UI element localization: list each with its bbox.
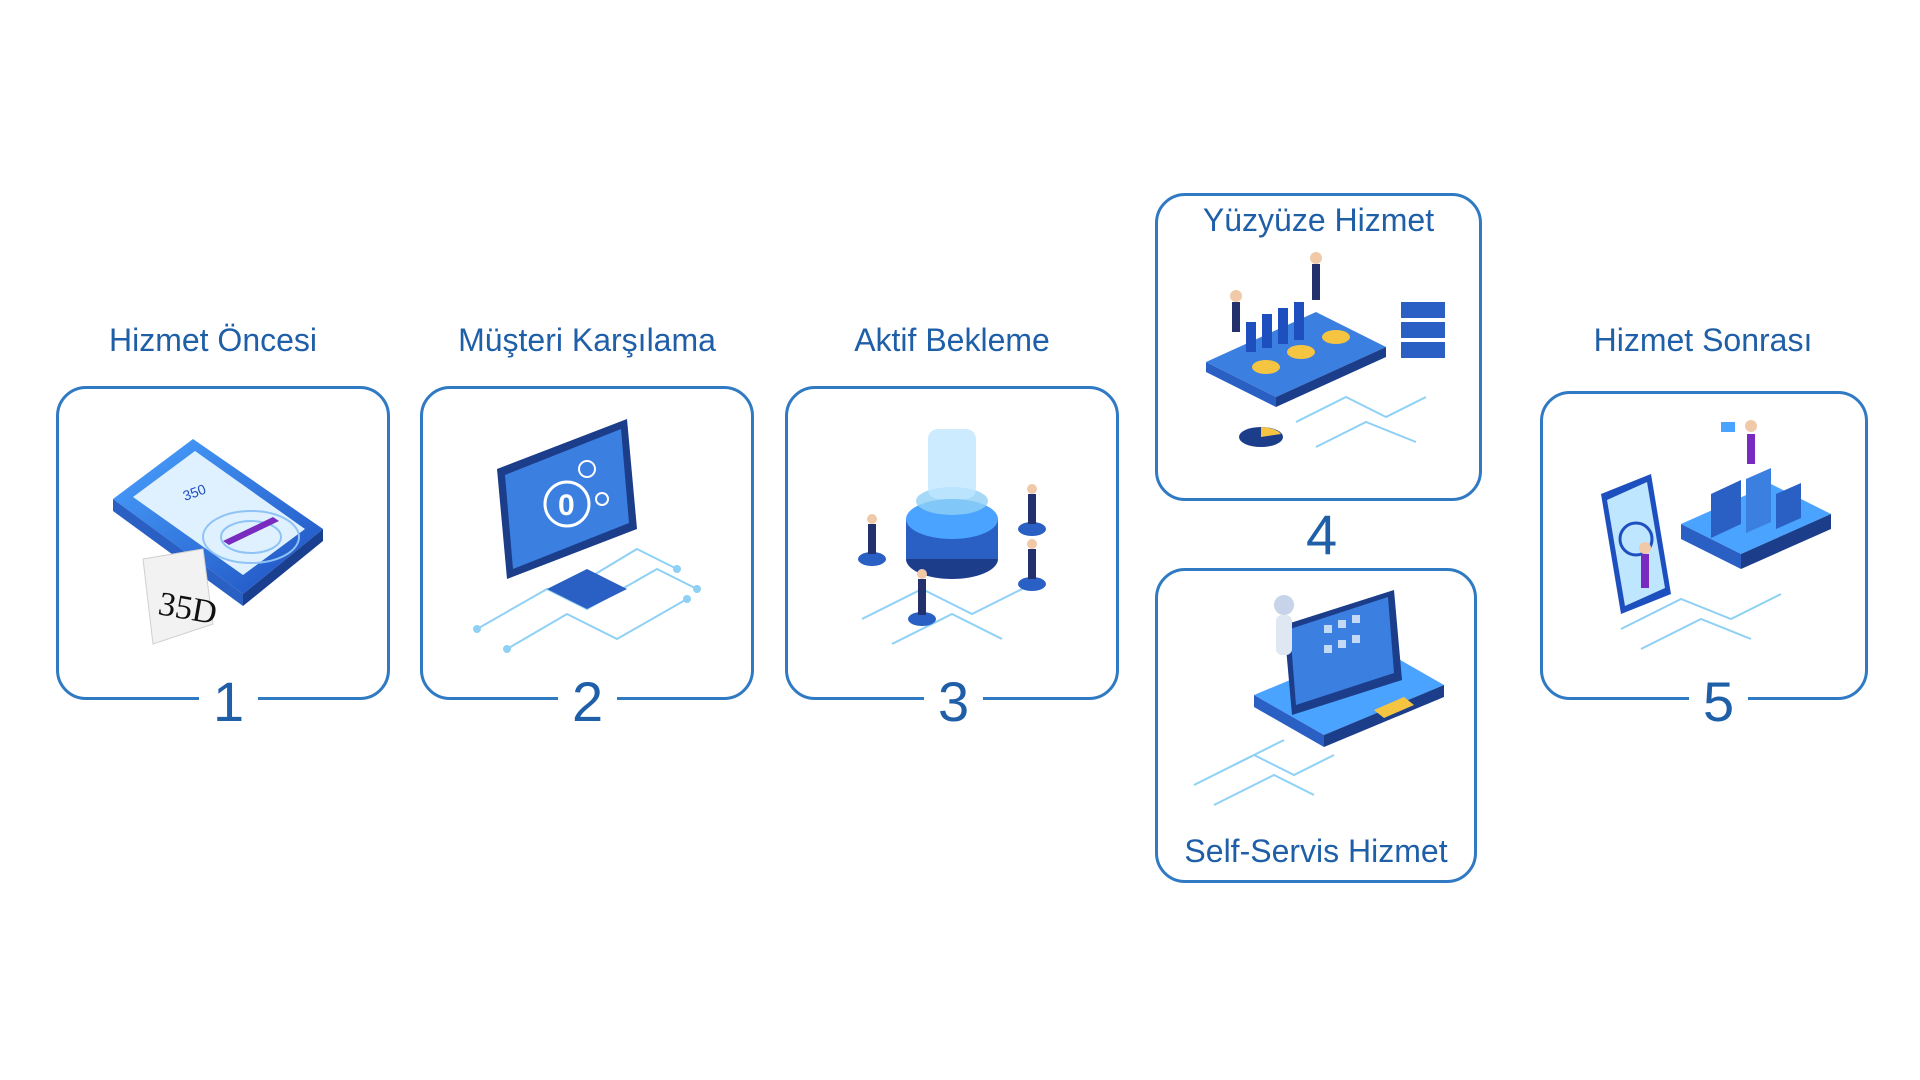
step-3-card[interactable] xyxy=(785,386,1119,700)
phone-receipt-icon: 350 35D xyxy=(113,439,323,645)
step-1-number: 1 xyxy=(199,672,259,732)
face-to-face-service-icon xyxy=(1206,252,1445,448)
step-1-title: Hizmet Öncesi xyxy=(108,322,318,358)
step-2-number: 2 xyxy=(558,672,618,732)
phone-screen-value: 350 xyxy=(181,481,209,504)
step-4-card[interactable]: Yüzyüze Hizmet xyxy=(1155,193,1482,501)
monitor-screen-value: 0 xyxy=(558,489,575,522)
step-1-card[interactable]: 350 35D xyxy=(56,386,390,700)
step-2-title: Müşteri Karşılama xyxy=(458,322,716,358)
feedback-podium-icon xyxy=(1601,420,1831,650)
hologram-waiting-icon xyxy=(858,429,1046,645)
step-5-card[interactable] xyxy=(1540,391,1868,700)
step-2-card[interactable]: 0 xyxy=(420,386,754,700)
step-4-number: 4 xyxy=(1292,505,1352,565)
step-3-number: 3 xyxy=(924,672,984,732)
step-3-title: Aktif Bekleme xyxy=(854,322,1050,358)
step-5-title: Hizmet Sonrası xyxy=(1593,322,1813,358)
self-service-kiosk-icon xyxy=(1193,590,1444,806)
monitor-queue-icon: 0 xyxy=(473,419,701,653)
self-service-title: Self-Servis Hizmet xyxy=(1184,833,1448,869)
step-5-number: 5 xyxy=(1689,672,1749,732)
step-4-title: Yüzyüze Hizmet xyxy=(1202,202,1435,238)
self-service-card[interactable]: Self-Servis Hizmet xyxy=(1155,568,1477,883)
